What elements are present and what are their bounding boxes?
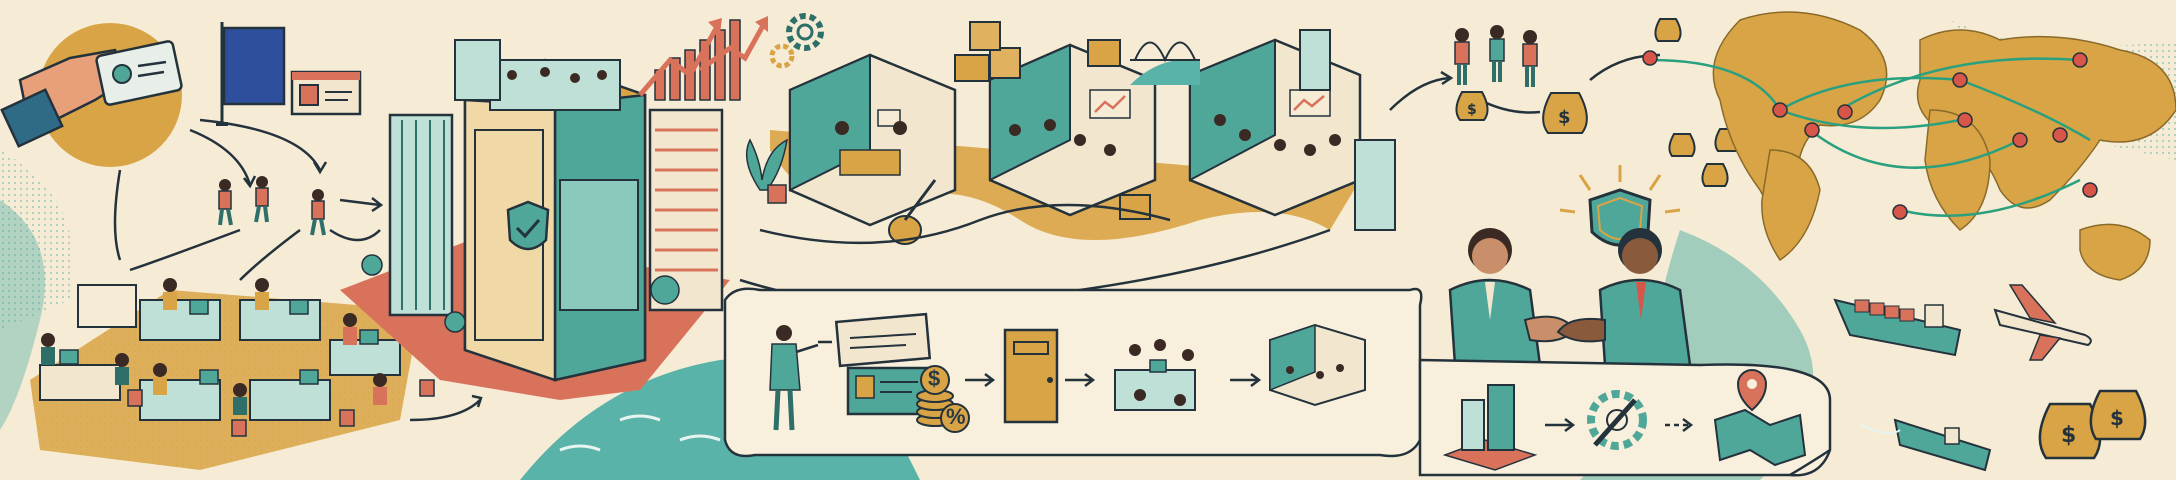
- bridge-icon: [1130, 41, 1200, 85]
- rising-arrow-chart-icon: [638, 16, 768, 101]
- flag-icon: [216, 22, 286, 126]
- toolkit-gear-icon: [1587, 390, 1647, 450]
- cargo-ship-icon: [1833, 298, 1992, 472]
- world-map-icon: [1642, 11, 2176, 281]
- id-card-icon: [290, 70, 362, 116]
- flow-arrows-left: [113, 118, 483, 422]
- team-and-funds: [1454, 25, 1538, 87]
- map-pin-icon: [1713, 369, 1807, 467]
- people-walking-icon: [218, 176, 326, 236]
- process-scroll-banner: $ %: [723, 287, 1832, 477]
- handshake-icon: [1448, 165, 1692, 367]
- presenter-figure: [769, 325, 819, 431]
- hand-with-id-card-icon: [0, 23, 183, 167]
- percent-icon: %: [940, 403, 970, 433]
- office-room-small: [1269, 323, 1366, 407]
- gear-icon: [769, 13, 824, 69]
- mini-buildings: [1442, 384, 1538, 471]
- shield-check-icon: [506, 200, 550, 251]
- cheque-icon: [834, 312, 932, 416]
- headquarters-buildings: [340, 39, 730, 400]
- team-desk: [1114, 339, 1196, 411]
- office-room-icon: [770, 29, 1396, 240]
- boxes-icon: [954, 21, 1151, 220]
- open-office-workers-icon: [30, 278, 435, 470]
- plant-and-guitar: [745, 138, 937, 245]
- door-icon: [1003, 328, 1059, 424]
- airplane-icon: [1993, 284, 2092, 361]
